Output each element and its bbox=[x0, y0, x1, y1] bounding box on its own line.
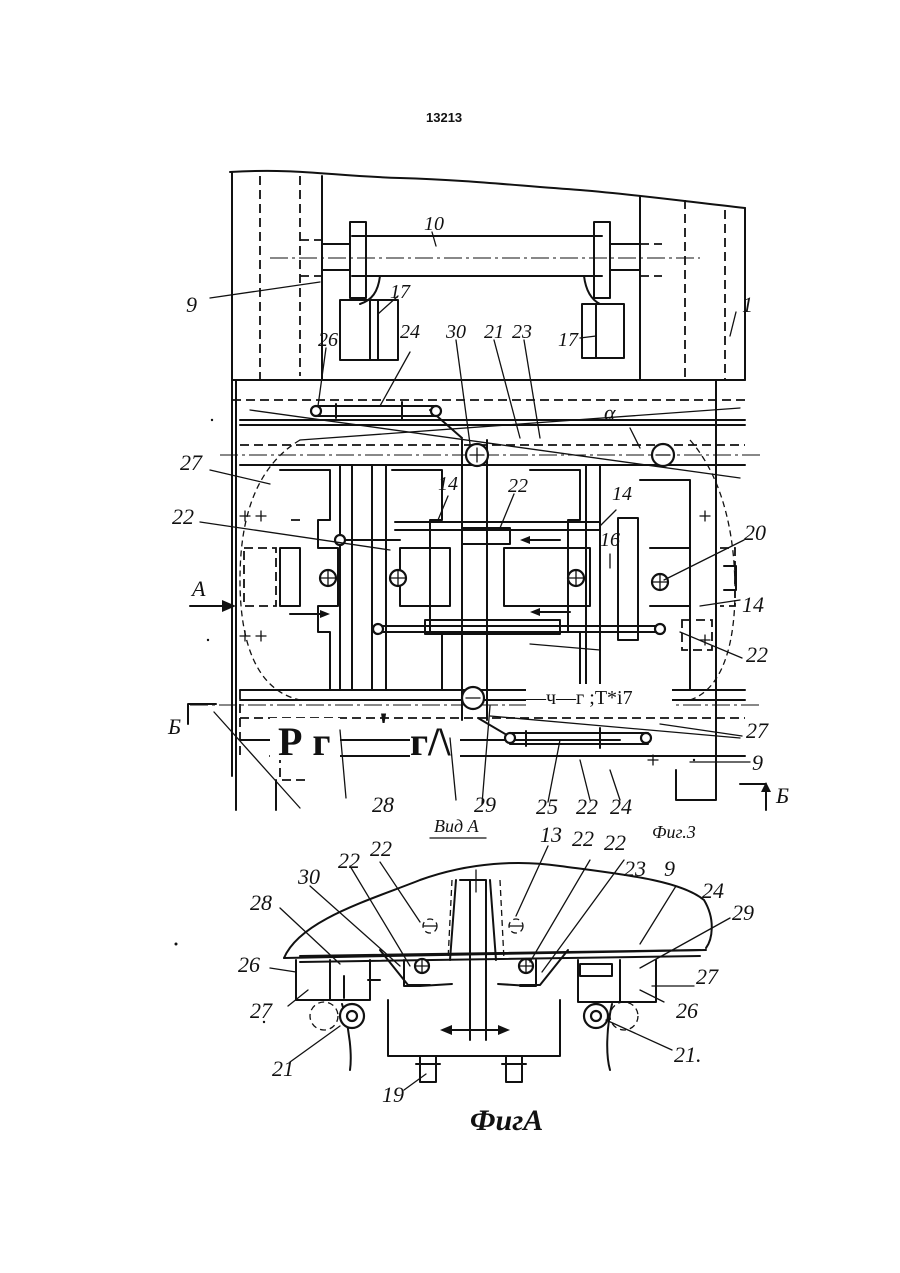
fig4-label-21-a: 21 bbox=[272, 1056, 294, 1081]
label-22-a: 22 bbox=[508, 475, 528, 497]
label-30: 30 bbox=[445, 321, 466, 343]
arrowhead-2 bbox=[520, 536, 530, 544]
fig4-label-23: 23 bbox=[624, 856, 646, 881]
label-26: 26 bbox=[318, 329, 338, 351]
roller-left-axis bbox=[347, 1011, 357, 1021]
fig4-label-13: 13 bbox=[540, 822, 562, 847]
label-20: 20 bbox=[744, 520, 766, 545]
label-23: 23 bbox=[512, 321, 532, 343]
roller-right-hidden bbox=[610, 1002, 638, 1030]
arrowhead-1 bbox=[320, 610, 330, 618]
fig4-label-24: 24 bbox=[702, 878, 724, 903]
figure-3-caption: Фиг.3 bbox=[652, 822, 696, 842]
label-28: 28 bbox=[372, 792, 394, 817]
label-27-lower: 27 bbox=[746, 718, 769, 743]
label-22-b: 22 bbox=[172, 504, 194, 529]
frame-right-leg bbox=[676, 380, 716, 800]
rod-end-left2 bbox=[373, 624, 383, 634]
view-arrow-a-head bbox=[222, 600, 236, 612]
figure-3: А Б Б α Р г ' г/\ —ч—г ;Т*і7 10 9 1 17 1… bbox=[167, 171, 789, 842]
fig4-label-27-b: 27 bbox=[696, 964, 719, 989]
roller-right-axis bbox=[591, 1011, 601, 1021]
pivot-top-right bbox=[431, 406, 441, 416]
ocr-artifact-4: —ч—г ;Т*і7 bbox=[525, 687, 633, 709]
section-label-left: Б bbox=[167, 714, 181, 739]
label-25: 25 bbox=[536, 794, 558, 819]
pivot-top-left bbox=[311, 406, 321, 416]
label-9-lower: 9 bbox=[752, 750, 763, 775]
view-a-mark: Вид А bbox=[434, 816, 480, 836]
label-21: 21 bbox=[484, 321, 504, 343]
label-17-right: 17 bbox=[558, 329, 579, 351]
label-22-c: 22 bbox=[746, 642, 768, 667]
fig4-label-19: 19 bbox=[382, 1082, 404, 1107]
label-10: 10 bbox=[424, 213, 444, 235]
fig4-label-28: 28 bbox=[250, 890, 272, 915]
ocr-artifact-3: г/\ bbox=[410, 719, 451, 764]
fig4-label-22-c: 22 bbox=[604, 830, 626, 855]
motion-arrow-left bbox=[440, 1025, 452, 1035]
rail-head-outline bbox=[284, 863, 712, 958]
ocr-artifact-2: ' bbox=[378, 704, 389, 749]
bolts-19 bbox=[416, 1056, 526, 1082]
fig4-label-26-b: 26 bbox=[676, 998, 698, 1023]
page-number: 13213 bbox=[426, 110, 462, 125]
arrowhead-3 bbox=[530, 608, 540, 616]
label-17-left: 17 bbox=[390, 281, 411, 303]
section-mark-left bbox=[188, 704, 216, 724]
fig4-label-26-a: 26 bbox=[238, 952, 260, 977]
fig4-label-21-b: 21. bbox=[674, 1042, 702, 1067]
fig4-label-27-a: 27 bbox=[250, 998, 273, 1023]
view-arrow-label: А bbox=[190, 576, 206, 601]
label-29: 29 bbox=[474, 792, 496, 817]
label-24-upper: 24 bbox=[400, 321, 420, 343]
figure-4: 22 13 22 22 30 22 23 9 28 24 29 26 27 27… bbox=[238, 822, 754, 1137]
label-24-lower: 24 bbox=[610, 794, 632, 819]
vertical-members bbox=[340, 440, 600, 720]
label-1: 1 bbox=[742, 292, 753, 317]
label-16: 16 bbox=[600, 529, 620, 551]
angle-alpha: α bbox=[604, 400, 616, 425]
pivot-bottom-right bbox=[641, 733, 651, 743]
break-line bbox=[230, 171, 745, 208]
label-14-a: 14 bbox=[438, 473, 458, 495]
label-27-upper: 27 bbox=[180, 450, 203, 475]
central-body bbox=[342, 960, 612, 1070]
left-bracket bbox=[296, 960, 380, 1000]
label-9-upper: 9 bbox=[186, 292, 197, 317]
ocr-artifact-1: Р г bbox=[278, 719, 331, 764]
fig4-label-9: 9 bbox=[664, 856, 675, 881]
hidden-ellipse-right bbox=[690, 440, 735, 700]
rod-end-right bbox=[655, 624, 665, 634]
label-14-c: 14 bbox=[742, 592, 764, 617]
label-14-b: 14 bbox=[612, 483, 632, 505]
section-mark-right bbox=[740, 784, 766, 810]
hidden-side-right bbox=[685, 200, 725, 380]
motion-arrow-right bbox=[498, 1025, 510, 1035]
incline-line-lower bbox=[490, 716, 740, 738]
roller-left-hidden bbox=[310, 1002, 338, 1030]
fig4-label-22-d: 22 bbox=[338, 848, 360, 873]
fig4-label-30: 30 bbox=[297, 864, 320, 889]
section-label-right: Б bbox=[775, 783, 789, 808]
beam-upper bbox=[300, 950, 700, 962]
figure-4-caption: ФигА bbox=[470, 1104, 543, 1137]
fig4-label-29: 29 bbox=[732, 900, 754, 925]
fig4-label-22-b: 22 bbox=[572, 826, 594, 851]
label-22-d: 22 bbox=[576, 794, 598, 819]
fig4-label-22-a: 22 bbox=[370, 836, 392, 861]
pivot-bottom-left bbox=[505, 733, 515, 743]
hidden-side-left bbox=[260, 176, 300, 380]
